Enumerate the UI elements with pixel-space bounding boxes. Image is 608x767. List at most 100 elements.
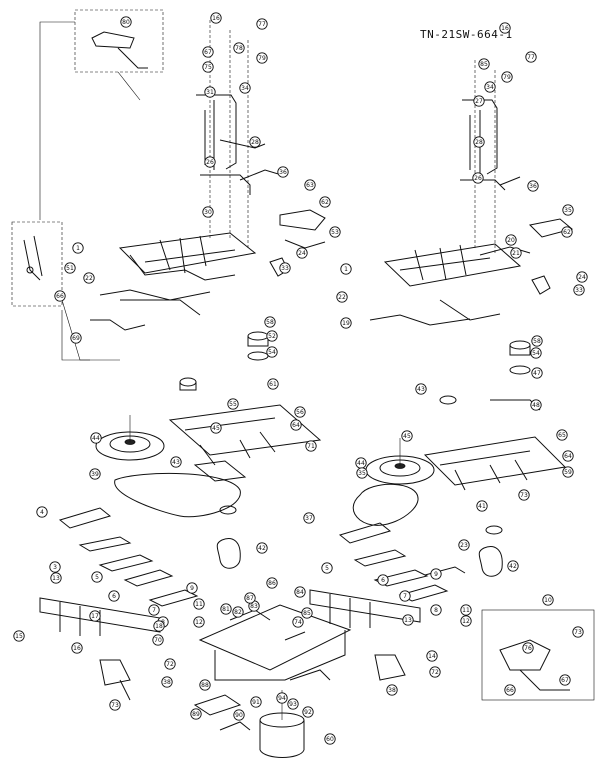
callout-bubble [294, 406, 306, 418]
callout-bubble [561, 226, 573, 238]
callout-bubble [70, 332, 82, 344]
callout-number: 8 [434, 607, 438, 614]
callout-bubble [210, 12, 222, 24]
callout-48: 48 [530, 399, 542, 411]
callout-36: 36 [277, 166, 289, 178]
callout-31: 31 [204, 86, 216, 98]
callout-number: 22 [338, 294, 346, 301]
inset-side-parts [23, 235, 43, 281]
callout-bubble [108, 590, 120, 602]
callout-bubble [505, 234, 517, 246]
callout-54: 54 [266, 346, 278, 358]
callout-number: 63 [306, 182, 314, 189]
callout-number: 77 [258, 21, 266, 28]
callout-number: 28 [251, 139, 259, 146]
callout-number: 45 [403, 433, 411, 440]
callout-5: 5 [321, 562, 333, 574]
callout-bubble [304, 179, 316, 191]
callout-number: 64 [292, 422, 300, 429]
callout-number: 74 [294, 619, 302, 626]
callout-number: 90 [235, 712, 243, 719]
callout-bubble [264, 316, 276, 328]
callout-66: 66 [54, 290, 66, 302]
callout-bubble [249, 136, 261, 148]
callout-bubble [277, 166, 289, 178]
callout-bubble [148, 604, 160, 616]
callout-bubble [256, 18, 268, 30]
callout-bubble [266, 577, 278, 589]
callout-number: 60 [326, 736, 334, 743]
callout-number: 22 [85, 275, 93, 282]
callout-bubble [220, 603, 232, 615]
callout-73: 73 [109, 699, 121, 711]
callout-75: 75 [202, 61, 214, 73]
callout-bubble [504, 684, 516, 696]
middle-plate-left [168, 404, 322, 482]
callout-35: 35 [562, 204, 574, 216]
callout-number: 64 [564, 453, 572, 460]
callout-45: 45 [401, 430, 413, 442]
callout-bubble [239, 82, 251, 94]
callout-number: 26 [474, 175, 482, 182]
levers-right [338, 522, 466, 602]
callout-bubble [573, 284, 585, 296]
callout-number: 73 [574, 629, 582, 636]
callout-63: 63 [304, 179, 316, 191]
callout-24: 24 [296, 247, 308, 259]
callout-51: 51 [64, 262, 76, 274]
callout-bubble [329, 226, 341, 238]
callout-number: 20 [507, 237, 515, 244]
callout-bubble [276, 692, 288, 704]
upper-chassis-left [90, 232, 257, 331]
callout-34: 34 [239, 82, 251, 94]
callout-17: 17 [89, 610, 101, 622]
callout-43: 43 [415, 383, 427, 395]
callout-number: 84 [296, 589, 304, 596]
callout-bubble [256, 542, 268, 554]
callout-7: 7 [399, 590, 411, 602]
callout-89: 89 [190, 708, 202, 720]
callout-26: 26 [472, 172, 484, 184]
callout-bubble [531, 335, 543, 347]
callout-bubble [301, 607, 313, 619]
callout-bubble [340, 263, 352, 275]
callout-77: 77 [256, 18, 268, 30]
callout-39: 39 [89, 468, 101, 480]
callout-26: 26 [204, 156, 216, 168]
callout-67: 67 [202, 46, 214, 58]
callout-number: 70 [154, 637, 162, 644]
callout-86: 86 [266, 577, 278, 589]
callout-number: 12 [195, 619, 203, 626]
middle-plate-right [423, 436, 567, 491]
callout-number: 59 [564, 469, 572, 476]
callout-bubble [50, 572, 62, 584]
callout-58: 58 [264, 316, 276, 328]
callout-bubble [525, 51, 537, 63]
callout-74: 74 [292, 616, 304, 628]
bottom-brackets-center [193, 694, 251, 731]
callout-number: 43 [172, 459, 180, 466]
callout-number: 18 [155, 623, 163, 630]
callout-16: 16 [499, 22, 511, 34]
callout-bubble [562, 204, 574, 216]
callout-number: 6 [381, 577, 385, 584]
callout-42: 42 [507, 560, 519, 572]
callout-bubble [576, 271, 588, 283]
callout-number: 71 [307, 443, 315, 450]
callout-bubble [473, 136, 485, 148]
callout-19: 19 [340, 317, 352, 329]
callout-number: 24 [578, 274, 586, 281]
callout-bubble [294, 586, 306, 598]
callout-33: 33 [573, 284, 585, 296]
callout-60: 60 [324, 733, 336, 745]
callout-bubble [109, 699, 121, 711]
callout-3: 3 [49, 561, 61, 573]
callout-number: 58 [533, 338, 541, 345]
callout-38: 38 [386, 684, 398, 696]
upper-bracket-right [460, 99, 521, 191]
callout-bubble [83, 272, 95, 284]
callout-number: 67 [204, 49, 212, 56]
callout-bubble [13, 630, 25, 642]
callout-44: 44 [90, 432, 102, 444]
callout-number: 54 [532, 350, 540, 357]
